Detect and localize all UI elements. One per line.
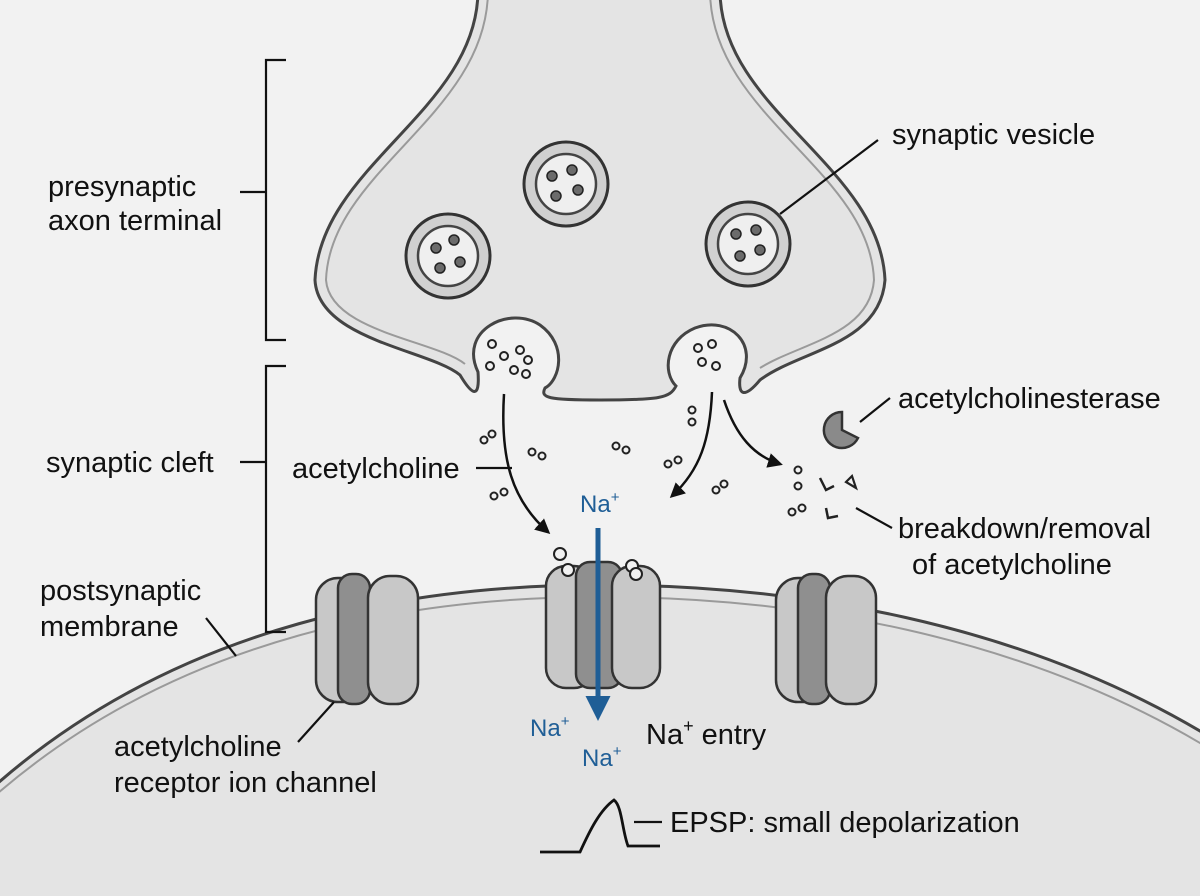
breakdown-label: breakdown/removal of acetylcholine: [898, 513, 1159, 581]
acetylcholine-release-right: [693, 339, 721, 371]
receptor-leader: [297, 701, 335, 743]
vesicle-center: [522, 140, 610, 228]
synaptic-vesicle-label: synaptic vesicle: [892, 119, 1095, 151]
receptor-channel-right: [774, 572, 878, 706]
synaptic-cleft-bracket: [240, 364, 286, 634]
acetylcholinesterase-icon: [822, 410, 860, 450]
na-left-label: Na+: [530, 713, 570, 742]
acetylcholinesterase-label: acetylcholinesterase: [898, 383, 1161, 415]
synaptic-cleft-label: synaptic cleft: [46, 447, 214, 479]
presynaptic-label: presynaptic axon terminal: [48, 171, 222, 237]
epsp-trace-icon: [540, 798, 660, 854]
acetylcholine-molecules: [479, 405, 807, 517]
acetylcholine-label: acetylcholine: [292, 453, 460, 485]
breakdown-leader: [855, 507, 893, 529]
receptor-channel-left: [314, 572, 420, 706]
receptor-channel-center[interactable]: [544, 547, 662, 690]
acetylcholinesterase-leader: [859, 397, 891, 423]
presynaptic-bracket: [240, 58, 286, 342]
na-bottom-label: Na+: [582, 743, 622, 772]
na-top-label: Na+: [580, 489, 620, 518]
receptor-label: acetylcholine receptor ion channel: [114, 731, 377, 799]
vesicle-left: [404, 212, 492, 300]
vesicle-right: [704, 200, 792, 288]
breakdown-fragments-icon: [818, 473, 858, 520]
na-entry-label: Na+ entry: [646, 716, 767, 751]
postsynaptic-label: postsynaptic membrane: [40, 575, 209, 643]
acetylcholine-release-left: [485, 339, 533, 379]
epsp-label: EPSP: small depolarization: [670, 807, 1020, 839]
postsynaptic-leader: [205, 617, 237, 657]
release-arrows: [502, 391, 783, 534]
vesicle-leader: [779, 139, 879, 215]
